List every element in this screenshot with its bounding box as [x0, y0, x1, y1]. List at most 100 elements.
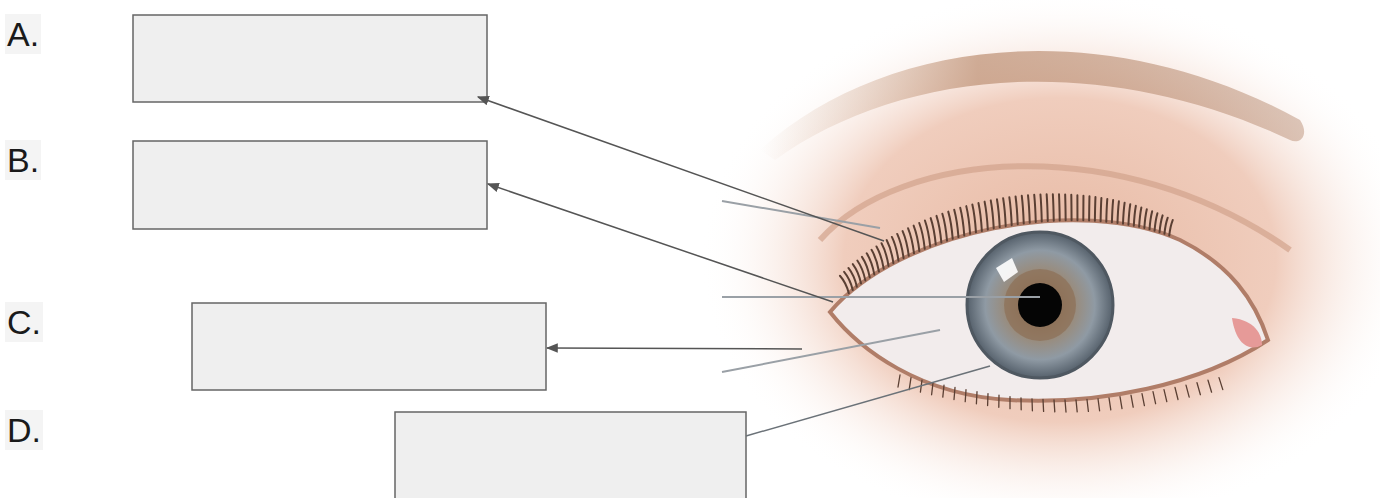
eyelash — [1105, 199, 1108, 222]
eyelash — [1197, 383, 1200, 395]
callout-letter: B. — [5, 140, 41, 180]
eyelash — [942, 214, 947, 241]
leader-line — [722, 296, 1040, 298]
eyelash — [976, 392, 978, 404]
eyelash — [897, 234, 903, 258]
eyelash — [1022, 196, 1024, 224]
eyelash — [943, 385, 944, 397]
eyelash — [876, 246, 883, 268]
eyelash — [882, 243, 889, 266]
eyelash — [1087, 399, 1088, 411]
sclera — [830, 220, 1268, 401]
corner — [1232, 318, 1262, 348]
eyelash — [1016, 197, 1018, 225]
eyelash — [1155, 213, 1158, 230]
eyelash — [1164, 390, 1167, 402]
eyelash — [1052, 194, 1055, 220]
callout-letter: A. — [5, 14, 41, 54]
eyelash — [1186, 385, 1189, 397]
eyelash — [909, 378, 911, 390]
eyelash — [966, 206, 970, 234]
eyelash — [1128, 204, 1130, 225]
eyelash — [1139, 207, 1141, 226]
leader-arrow — [547, 348, 802, 349]
eyelash — [960, 208, 964, 236]
eyelash — [1053, 400, 1055, 412]
leader-line — [722, 201, 880, 228]
eyelash — [867, 253, 875, 274]
eyelash — [1160, 215, 1163, 232]
eyelash — [987, 394, 989, 406]
eyelash — [1098, 399, 1100, 411]
eyelash — [1020, 398, 1022, 410]
eyelash — [862, 257, 870, 278]
eyelash — [932, 383, 933, 395]
eyelash — [1164, 218, 1167, 234]
eyelash — [1131, 395, 1133, 407]
pupil — [1018, 283, 1062, 327]
eyelash — [1082, 196, 1084, 221]
leader-line — [722, 330, 940, 372]
eyelash — [1120, 397, 1122, 409]
leader-line — [746, 366, 990, 436]
eyelash — [1109, 398, 1111, 410]
eyelash — [914, 226, 920, 251]
eyelash — [1003, 198, 1006, 226]
eyelash — [887, 240, 894, 263]
eyelash — [1028, 195, 1030, 222]
eyelash — [1219, 378, 1223, 390]
eyelash — [1094, 197, 1097, 221]
eyelash — [903, 231, 909, 256]
eyelash — [892, 237, 899, 261]
answer-box — [395, 412, 746, 498]
eyelash — [997, 199, 1000, 227]
eyelash — [1065, 400, 1066, 412]
eyelash — [1009, 197, 1011, 225]
iris — [967, 232, 1113, 378]
eyelash — [1064, 194, 1066, 220]
eyelash — [857, 260, 865, 280]
eyelash — [1208, 380, 1212, 392]
eyelash — [991, 200, 994, 228]
eyelash — [1040, 195, 1041, 222]
callout-letter: D. — [5, 410, 43, 450]
eyelash — [954, 210, 958, 237]
eyelash — [1134, 206, 1136, 226]
eyelash — [985, 202, 988, 230]
leader-arrow — [478, 97, 884, 241]
leader-arrow — [488, 184, 833, 302]
highlight — [996, 258, 1018, 282]
eyelash — [925, 220, 930, 246]
eyelash — [1088, 196, 1090, 220]
eyelash — [972, 205, 976, 233]
eyelash — [1142, 394, 1144, 406]
eyelash — [978, 203, 981, 231]
eyelash — [1076, 195, 1078, 220]
eyelash — [1047, 194, 1048, 221]
eyelash — [872, 250, 879, 272]
eyelash — [1042, 399, 1044, 411]
eyelash — [1070, 195, 1072, 220]
eyelash — [1058, 194, 1061, 220]
eyelash — [1112, 200, 1113, 222]
eyelash — [1169, 220, 1173, 236]
callout-letter: C. — [5, 302, 43, 342]
eyelash — [1009, 397, 1010, 409]
eyelash — [1175, 388, 1178, 400]
eyelash — [965, 390, 967, 402]
eyelash — [936, 216, 941, 243]
eyelashes — [840, 194, 1223, 412]
iris-ring — [1004, 269, 1076, 341]
eyelash — [1123, 203, 1125, 224]
eyelash — [1076, 400, 1077, 412]
eyelash — [908, 228, 914, 253]
eyelash — [1100, 198, 1103, 221]
skin — [700, 0, 1380, 498]
eyelash — [898, 375, 900, 387]
eyelash — [1149, 211, 1152, 229]
eyelash — [1117, 201, 1118, 223]
answer-box — [192, 303, 546, 390]
eyelash — [1144, 209, 1146, 228]
eyelash — [1153, 392, 1156, 404]
